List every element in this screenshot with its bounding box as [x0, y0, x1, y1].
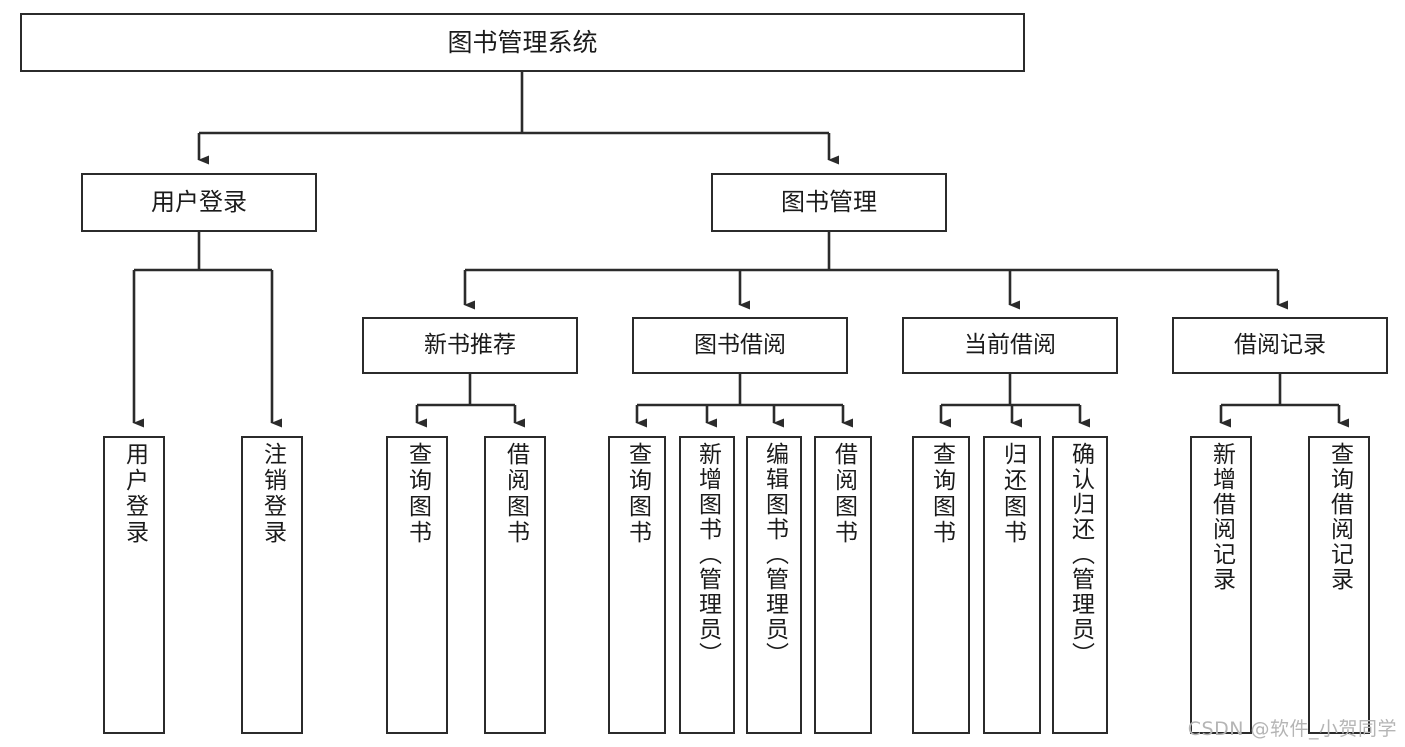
leaf-borrow-book-2-label: 借阅图书	[830, 442, 857, 546]
leaf-query-record[interactable]: 查询借阅记录	[1308, 436, 1370, 734]
leaf-query-book-1[interactable]: 查询图书	[386, 436, 448, 734]
leaf-borrow-book-1[interactable]: 借阅图书	[484, 436, 546, 734]
leaf-add-record-label: 新增借阅记录	[1208, 442, 1235, 592]
node-borrow-record[interactable]: 借阅记录	[1172, 317, 1388, 374]
node-new-book-recommend[interactable]: 新书推荐	[362, 317, 578, 374]
node-new-book-recommend-label: 新书推荐	[424, 332, 516, 359]
leaf-query-book-3[interactable]: 查询图书	[912, 436, 970, 734]
node-root[interactable]: 图书管理系统	[20, 13, 1025, 72]
node-book-borrow[interactable]: 图书借阅	[632, 317, 848, 374]
leaf-edit-book[interactable]: 编辑图书（管理员）	[746, 436, 802, 734]
leaf-logout[interactable]: 注销登录	[241, 436, 303, 734]
node-borrow-record-label: 借阅记录	[1234, 332, 1326, 359]
leaf-query-record-label: 查询借阅记录	[1326, 442, 1353, 592]
node-current-borrow[interactable]: 当前借阅	[902, 317, 1118, 374]
leaf-user-login[interactable]: 用户登录	[103, 436, 165, 734]
leaf-user-login-label: 用户登录	[121, 442, 148, 546]
leaf-query-book-2[interactable]: 查询图书	[608, 436, 666, 734]
node-user-login-label: 用户登录	[151, 187, 247, 216]
node-book-manage[interactable]: 图书管理	[711, 173, 947, 232]
node-root-label: 图书管理系统	[447, 28, 598, 57]
node-current-borrow-label: 当前借阅	[964, 332, 1056, 359]
leaf-add-book-label: 新增图书（管理员）	[694, 442, 721, 667]
leaf-query-book-3-label: 查询图书	[928, 442, 955, 546]
connector-lines	[132, 72, 1349, 428]
leaf-return-book-label: 归还图书	[999, 442, 1026, 546]
node-book-manage-label: 图书管理	[781, 187, 877, 216]
node-book-borrow-label: 图书借阅	[694, 332, 786, 359]
leaf-borrow-book-1-label: 借阅图书	[502, 442, 529, 546]
leaf-confirm-return-label: 确认归还（管理员）	[1067, 442, 1094, 667]
leaf-query-book-1-label: 查询图书	[404, 442, 431, 546]
node-user-login[interactable]: 用户登录	[81, 173, 317, 232]
leaf-query-book-2-label: 查询图书	[624, 442, 651, 546]
leaf-logout-label: 注销登录	[259, 442, 286, 546]
leaf-confirm-return[interactable]: 确认归还（管理员）	[1052, 436, 1108, 734]
leaf-add-book[interactable]: 新增图书（管理员）	[679, 436, 735, 734]
leaf-return-book[interactable]: 归还图书	[983, 436, 1041, 734]
leaf-borrow-book-2[interactable]: 借阅图书	[814, 436, 872, 734]
leaf-edit-book-label: 编辑图书（管理员）	[761, 442, 788, 667]
leaf-add-record[interactable]: 新增借阅记录	[1190, 436, 1252, 734]
